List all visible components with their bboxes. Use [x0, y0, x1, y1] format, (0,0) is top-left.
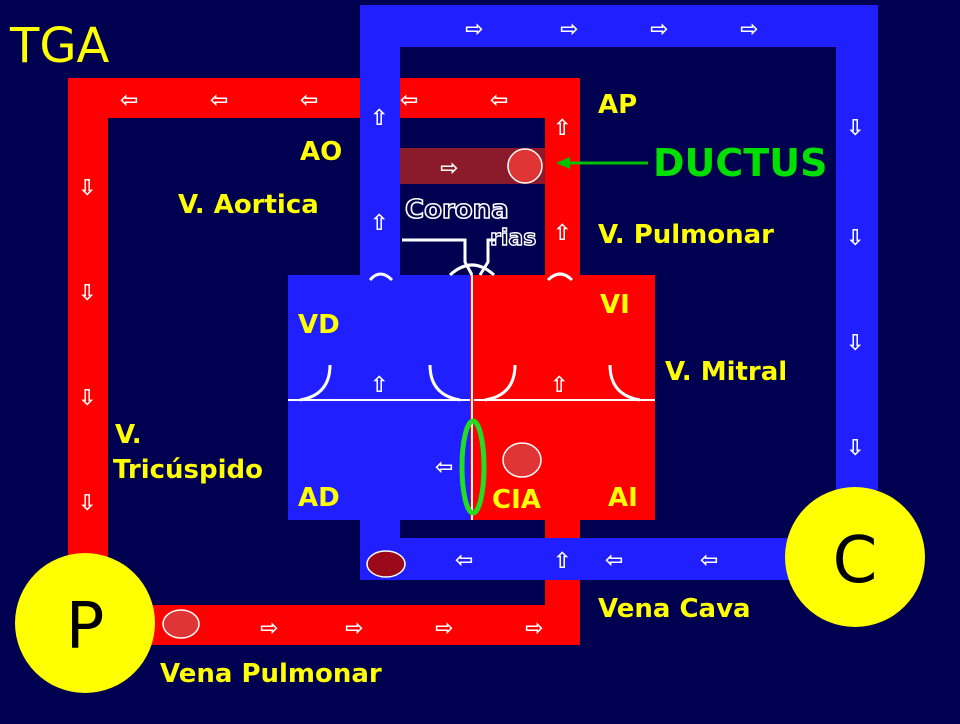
page-title: TGA: [9, 18, 110, 74]
flow-arrow-down-icon: ⇩: [846, 331, 864, 356]
flow-arrow-icon: ⇨: [260, 616, 278, 641]
coronarias-label-line2: rias: [490, 226, 536, 251]
mitral-valve-right-cusp: [608, 364, 641, 402]
flow-arrow-left-icon: ⇦: [455, 548, 473, 573]
left-descending-pipe: [68, 78, 108, 558]
flow-arrow-left-icon: ⇦: [490, 88, 508, 113]
pulmonary-artery-ascending-pipe: [360, 5, 400, 280]
heart: [288, 272, 655, 520]
mitral-valve-left-cusp: [484, 364, 517, 402]
cia-blood-cell: [502, 442, 542, 478]
ad-label: AD: [298, 483, 340, 513]
flow-arrow-icon: ⇨: [525, 616, 543, 641]
tricuspid-valve-right-cusp: [428, 364, 461, 402]
coronarias-label-line1: Corona: [405, 195, 509, 225]
right-heart: [288, 275, 478, 520]
aortic-valve: [368, 272, 394, 282]
pulmonary-vein-blood-cell: [162, 609, 200, 639]
systemic-circle-label: C: [833, 524, 878, 598]
vena-cava-blood-cell: [366, 550, 406, 578]
flow-arrow-up-icon: ⇧: [553, 116, 571, 141]
vena-cava-pipe: [360, 538, 830, 580]
aorta-ascending-pipe: [545, 78, 580, 278]
systemic-circle: C: [785, 487, 925, 627]
flow-arrow-down-icon: ⇩: [78, 386, 96, 411]
pulmonary-artery-top-pipe: [360, 5, 878, 47]
v-tricuspide-label-line1: V.: [115, 420, 142, 450]
flow-arrow-left-icon: ⇦: [400, 88, 418, 113]
flow-arrow-up-icon: ⇧: [553, 549, 571, 574]
flow-arrow-down-icon: ⇩: [846, 116, 864, 141]
flow-arrow-up-icon: ⇧: [370, 106, 388, 131]
cia-ring: [459, 418, 487, 516]
flow-arrow-down-icon: ⇩: [846, 226, 864, 251]
flow-arrow-icon: ⇨: [650, 17, 668, 42]
flow-arrow-icon: ⇨: [465, 17, 483, 42]
v-tricuspide-label-line2: Tricúspido: [113, 455, 263, 485]
vena-pulmonar-label: Vena Pulmonar: [160, 659, 382, 689]
vena-cava-label: Vena Cava: [598, 594, 751, 624]
left-heart: [470, 275, 655, 520]
flow-arrow-icon: ⇨: [560, 17, 578, 42]
flow-arrow-down-icon: ⇩: [78, 281, 96, 306]
tricuspid-valve-left-cusp: [299, 364, 332, 402]
ao-label: AO: [300, 137, 342, 167]
red-circuit: [68, 78, 580, 645]
flow-arrow-down-icon: ⇩: [78, 491, 96, 516]
flow-arrow-icon: ⇨: [345, 616, 363, 641]
v-pulmonar-valve-label: V. Pulmonar: [598, 220, 774, 250]
v-aortica-label: V. Aortica: [178, 190, 319, 220]
flow-arrow-up-icon: ⇧: [370, 373, 388, 398]
pulmonary-circle: P: [15, 553, 155, 693]
systemic-circulation-circle: [785, 487, 925, 627]
pulmonary-circulation-circle: [15, 553, 155, 693]
flow-arrow-down-icon: ⇩: [846, 436, 864, 461]
ductus-flow-arrow-icon: ⇨: [440, 156, 458, 181]
ai-label: AI: [608, 483, 638, 513]
flow-arrow-up-icon: ⇧: [550, 373, 568, 398]
coronary-branch: [448, 263, 496, 277]
ductus-label: DUCTUS: [653, 141, 827, 185]
pulmonary-valve: [546, 272, 574, 282]
flow-arrows: ⇨ ⇨ ⇨ ⇨ ⇩ ⇩ ⇩ ⇩ ⇧ ⇧ ⇦ ⇦ ⇦ ⇦ ⇦ ⇦ ⇦ ⇦ ⇩ ⇩ …: [78, 17, 864, 641]
right-descending-pipe: [836, 5, 878, 490]
flow-arrow-left-icon: ⇦: [300, 88, 318, 113]
flow-arrow-down-icon: ⇩: [78, 176, 96, 201]
shunt-flow-arrow-left-icon: ⇦: [435, 455, 453, 480]
flow-arrow-left-icon: ⇦: [605, 548, 623, 573]
flow-arrow-up-icon: ⇧: [370, 211, 388, 236]
flow-arrow-icon: ⇨: [435, 616, 453, 641]
v-mitral-label: V. Mitral: [665, 357, 787, 387]
vd-label: VD: [298, 310, 340, 340]
pulmonary-vein-bottom-pipe: [150, 605, 580, 645]
pulmonary-circle-label: P: [66, 590, 105, 664]
flow-arrow-left-icon: ⇦: [210, 88, 228, 113]
ap-label: AP: [598, 90, 637, 120]
blood-cells: [162, 148, 543, 639]
cia-label: CIA: [492, 485, 541, 515]
aorta-top-pipe: [68, 78, 580, 118]
flow-arrow-left-icon: ⇦: [120, 88, 138, 113]
flow-arrow-up-icon: ⇧: [553, 221, 571, 246]
flow-arrow-left-icon: ⇦: [700, 548, 718, 573]
ductus-blood-cell: [507, 148, 543, 184]
blue-circuit: [360, 5, 878, 580]
vi-label: VI: [600, 290, 630, 320]
ductus-pointer-arrowhead: [556, 157, 570, 169]
labels: TGA AO AP DUCTUS V. Aortica V. Pulmonar …: [9, 18, 827, 689]
flow-arrow-icon: ⇨: [740, 17, 758, 42]
